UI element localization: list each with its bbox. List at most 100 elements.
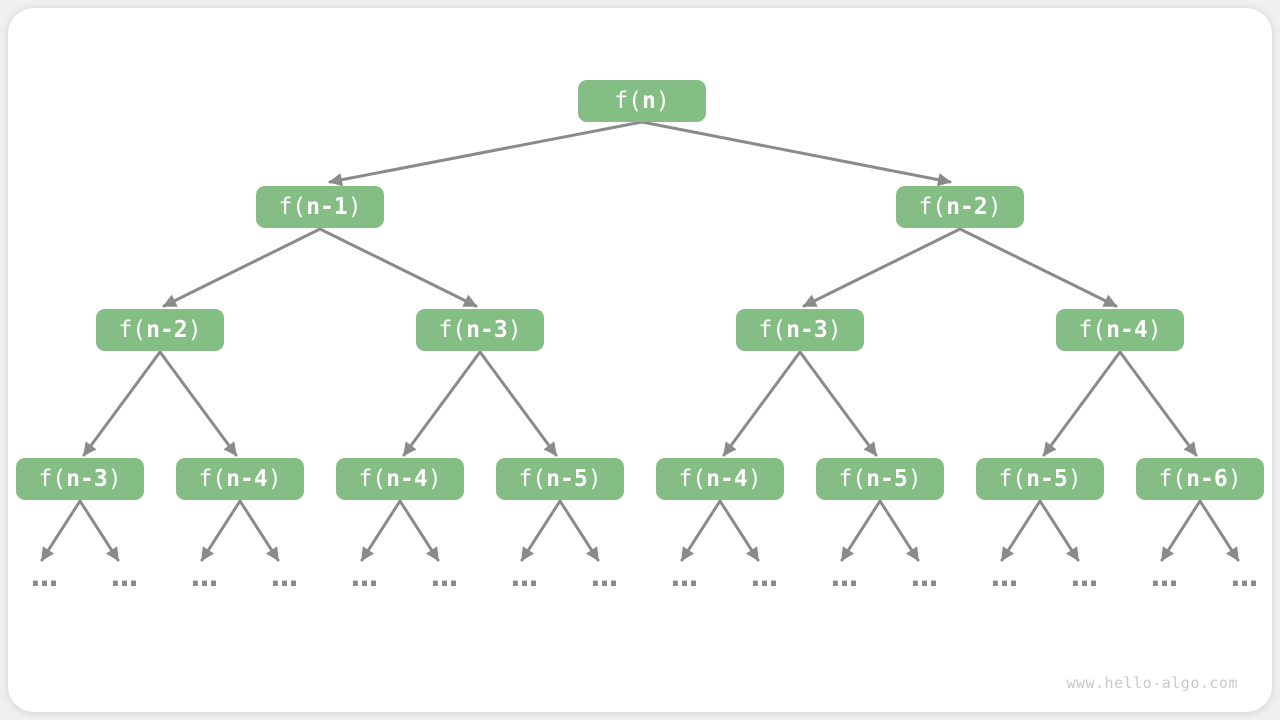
node-label: f( bbox=[1078, 317, 1107, 343]
node-label: f( bbox=[758, 317, 787, 343]
tree-node-l4-1: f(n-4) bbox=[176, 458, 304, 500]
node-arg: n-5 bbox=[866, 466, 908, 492]
ellipsis-leaf: ... bbox=[586, 558, 622, 594]
node-label: ) bbox=[1227, 466, 1242, 492]
node-label: f( bbox=[838, 466, 867, 492]
tree-edge bbox=[802, 227, 962, 308]
node-arg: n-6 bbox=[1186, 466, 1228, 492]
node-arg: n-5 bbox=[546, 466, 588, 492]
tree-edge bbox=[558, 499, 600, 562]
node-label: ) bbox=[1067, 466, 1082, 492]
tree-edge bbox=[162, 227, 322, 308]
node-label: ) bbox=[587, 466, 602, 492]
tree-edge bbox=[722, 350, 802, 457]
tree-edge bbox=[1000, 499, 1042, 562]
tree-edge bbox=[78, 499, 120, 562]
tree-edge bbox=[360, 499, 402, 562]
node-arg: n-4 bbox=[706, 466, 748, 492]
node-arg: n-4 bbox=[386, 466, 428, 492]
tree-node-l2-1: f(n-2) bbox=[896, 186, 1024, 228]
tree-node-l4-3: f(n-5) bbox=[496, 458, 624, 500]
tree-node-l4-4: f(n-4) bbox=[656, 458, 784, 500]
node-label: ) bbox=[187, 317, 202, 343]
tree-edge bbox=[520, 499, 562, 562]
ellipsis-leaf: ... bbox=[1066, 558, 1102, 594]
watermark: www.hello-algo.com bbox=[1066, 674, 1238, 692]
ellipsis-leaf: ... bbox=[1146, 558, 1182, 594]
tree-edge bbox=[158, 350, 238, 457]
node-label: ) bbox=[987, 194, 1002, 220]
ellipsis-leaf: ... bbox=[1226, 558, 1262, 594]
node-label: f( bbox=[438, 317, 467, 343]
tree-edge bbox=[680, 499, 722, 562]
tree-edge bbox=[718, 499, 760, 562]
tree-node-l3-3: f(n-4) bbox=[1056, 309, 1184, 351]
tree-edge bbox=[398, 499, 440, 562]
node-arg: n-5 bbox=[1026, 466, 1068, 492]
ellipsis-leaf: ... bbox=[666, 558, 702, 594]
tree-edge bbox=[1042, 350, 1122, 457]
node-label: ) bbox=[747, 466, 762, 492]
node-label: f( bbox=[358, 466, 387, 492]
tree-node-l4-0: f(n-3) bbox=[16, 458, 144, 500]
node-arg: n-3 bbox=[786, 317, 828, 343]
tree-edge bbox=[328, 120, 644, 187]
tree-node-l4-5: f(n-5) bbox=[816, 458, 944, 500]
tree-edge bbox=[798, 350, 878, 457]
node-label: f( bbox=[38, 466, 67, 492]
tree-edge bbox=[40, 499, 82, 562]
node-arg: n-1 bbox=[306, 194, 348, 220]
tree-node-l1-root: f(n) bbox=[578, 80, 706, 122]
node-label: f( bbox=[518, 466, 547, 492]
ellipsis-leaf: ... bbox=[826, 558, 862, 594]
node-arg: n-4 bbox=[226, 466, 268, 492]
node-arg: n-2 bbox=[146, 317, 188, 343]
tree-edge bbox=[1038, 499, 1080, 562]
tree-edge bbox=[82, 350, 162, 457]
ellipsis-leaf: ... bbox=[266, 558, 302, 594]
tree-node-l4-2: f(n-4) bbox=[336, 458, 464, 500]
node-label: f( bbox=[118, 317, 147, 343]
tree-node-l3-0: f(n-2) bbox=[96, 309, 224, 351]
node-label: ) bbox=[347, 194, 362, 220]
tree-node-l2-0: f(n-1) bbox=[256, 186, 384, 228]
ellipsis-leaf: ... bbox=[106, 558, 142, 594]
tree-edge bbox=[878, 499, 920, 562]
tree-edge bbox=[200, 499, 242, 562]
node-label: f( bbox=[678, 466, 707, 492]
node-label: f( bbox=[998, 466, 1027, 492]
tree-edge bbox=[640, 120, 952, 187]
node-label: ) bbox=[107, 466, 122, 492]
tree-node-l4-6: f(n-5) bbox=[976, 458, 1104, 500]
ellipsis-leaf: ... bbox=[986, 558, 1022, 594]
ellipsis-leaf: ... bbox=[906, 558, 942, 594]
tree-edge bbox=[840, 499, 882, 562]
ellipsis-leaf: ... bbox=[26, 558, 62, 594]
node-label: ) bbox=[427, 466, 442, 492]
tree-edge bbox=[1160, 499, 1202, 562]
diagram-card bbox=[8, 8, 1272, 712]
tree-node-l3-2: f(n-3) bbox=[736, 309, 864, 351]
node-label: f( bbox=[1158, 466, 1187, 492]
node-label: ) bbox=[267, 466, 282, 492]
node-arg: n-3 bbox=[466, 317, 508, 343]
tree-node-l4-7: f(n-6) bbox=[1136, 458, 1264, 500]
tree-edge bbox=[1198, 499, 1240, 562]
node-label: ) bbox=[1147, 317, 1162, 343]
ellipsis-leaf: ... bbox=[346, 558, 382, 594]
node-arg: n bbox=[641, 88, 656, 114]
node-label: ) bbox=[907, 466, 922, 492]
node-label: f( bbox=[614, 88, 642, 114]
node-arg: n-4 bbox=[1106, 317, 1148, 343]
node-label: ) bbox=[827, 317, 842, 343]
tree-edge bbox=[318, 227, 478, 308]
ellipsis-leaf: ... bbox=[746, 558, 782, 594]
tree-edge bbox=[958, 227, 1118, 308]
node-arg: n-2 bbox=[946, 194, 988, 220]
node-label: f( bbox=[198, 466, 227, 492]
tree-edge bbox=[1118, 350, 1198, 457]
ellipsis-leaf: ... bbox=[186, 558, 222, 594]
node-label: f( bbox=[918, 194, 947, 220]
